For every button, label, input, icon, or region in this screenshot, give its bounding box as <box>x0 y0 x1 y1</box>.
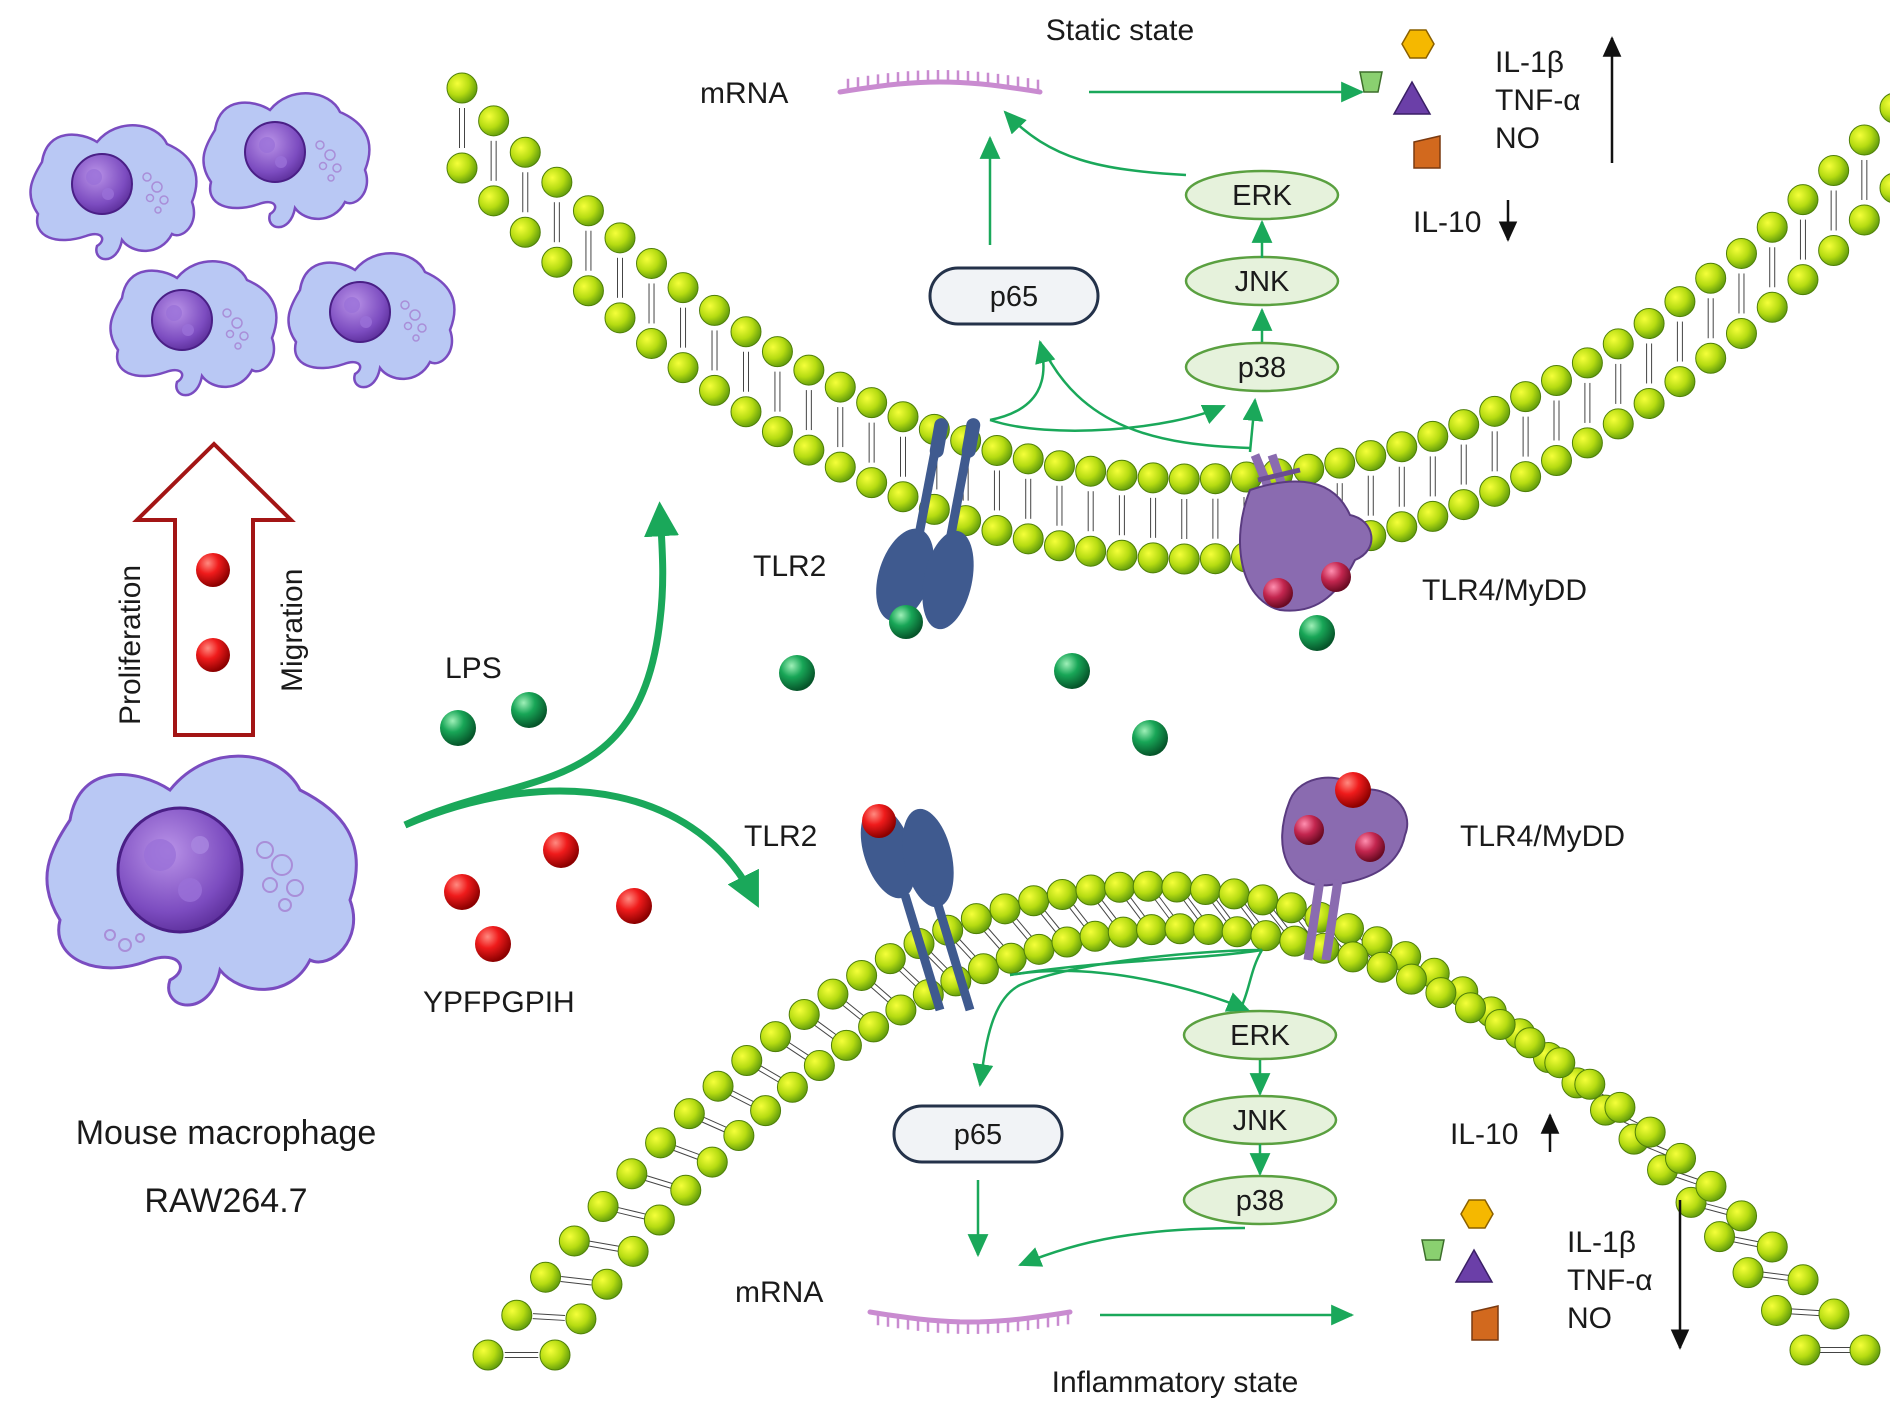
p65-node-bottom: p65 <box>892 1104 1064 1164</box>
il10-bottom-label: IL-10 <box>1450 1118 1518 1151</box>
peptide-molecule-icon <box>1263 578 1293 608</box>
cell-name-label: Mouse macrophage <box>76 1114 377 1152</box>
peptide-label: YPFPGPIH <box>423 986 575 1019</box>
tlr2-receptor-bottom-icon <box>860 804 975 1012</box>
cytokine-bottom-1: IL-1β <box>1567 1226 1636 1259</box>
macrophage-cell-icon <box>202 92 371 229</box>
jnk-node-top: JNK <box>1184 255 1340 307</box>
peptide-molecule-icon <box>1355 832 1385 862</box>
mrna-top-label: mRNA <box>700 77 788 110</box>
migration-label: Migration <box>276 569 309 692</box>
svg-text:JNK: JNK <box>1235 266 1290 298</box>
lps-molecule-icon <box>889 605 923 639</box>
p65-node-top: p65 <box>928 266 1100 326</box>
peptide-molecule-icon <box>543 832 579 868</box>
proliferation-arrow-icon <box>132 441 296 737</box>
il10-top-label: IL-10 <box>1413 206 1481 239</box>
triangle-icon <box>1454 1248 1494 1283</box>
tlr2-top-label: TLR2 <box>753 550 826 583</box>
peptide-molecule-icon <box>196 638 230 672</box>
membrane-bilayer-bottom-icon <box>472 870 1881 1371</box>
macrophage-cell-icon <box>29 124 198 261</box>
erk-node-bottom: ERK <box>1182 1009 1338 1061</box>
cytokine-bottom-3: NO <box>1567 1302 1612 1335</box>
peptide-molecule-icon <box>1335 772 1371 808</box>
mrna-bottom-label: mRNA <box>735 1276 823 1309</box>
cytokine-top-1: IL-1β <box>1495 46 1564 79</box>
branch-arrow-down <box>403 787 759 908</box>
cell-line-label: RAW264.7 <box>144 1182 307 1220</box>
trapezoid-icon <box>1421 1239 1445 1261</box>
proliferation-label: Proliferation <box>114 565 147 725</box>
svg-text:p38: p38 <box>1236 1185 1284 1217</box>
cytokine-bottom-2: TNF-α <box>1567 1264 1653 1297</box>
triangle-icon <box>1392 80 1432 115</box>
membrane-bilayer-top-icon <box>446 72 1890 575</box>
peptide-molecule-icon <box>1321 562 1351 592</box>
peptide-molecule-icon <box>616 888 652 924</box>
jnk-node-bottom: JNK <box>1182 1094 1338 1146</box>
peptide-molecule-icon <box>475 926 511 962</box>
lps-molecule-icon <box>1132 720 1168 756</box>
erk-node-top: ERK <box>1184 169 1340 221</box>
square-icon <box>1471 1305 1499 1341</box>
svg-text:p38: p38 <box>1238 352 1286 384</box>
p38-node-bottom: p38 <box>1182 1174 1338 1226</box>
cytokine-symbols-bottom <box>1421 1199 1499 1341</box>
tlr4-top-label: TLR4/MyDD <box>1422 574 1587 607</box>
hexagon-icon <box>1460 1199 1494 1229</box>
lps-molecule-icon <box>1054 653 1090 689</box>
lps-molecule-icon <box>440 710 476 746</box>
branch-arrow-up <box>403 501 679 829</box>
peptide-molecule-icon <box>196 553 230 587</box>
cytokine-top-3: NO <box>1495 122 1540 155</box>
signal-arrows-top <box>979 81 1365 453</box>
tlr4-receptor-icon <box>1239 453 1373 651</box>
lps-molecule-icon <box>511 692 547 728</box>
tlr2-receptor-icon <box>876 418 981 639</box>
lps-molecule-icon <box>1299 615 1335 651</box>
signal-arrows-bottom <box>967 948 1355 1326</box>
square-icon <box>1413 135 1441 169</box>
svg-text:JNK: JNK <box>1233 1105 1288 1137</box>
svg-text:p65: p65 <box>990 281 1038 313</box>
peptide-molecule-icon <box>862 804 896 838</box>
mrna-strand-icon <box>837 70 1043 95</box>
trapezoid-icon <box>1359 71 1383 93</box>
lps-molecule-icon <box>779 655 815 691</box>
inflammatory-state-title: Inflammatory state <box>1052 1366 1299 1399</box>
p38-node-top: p38 <box>1184 341 1340 393</box>
macrophage-cell-icon <box>109 260 278 397</box>
tlr4-bottom-label: TLR4/MyDD <box>1460 820 1625 853</box>
mrna-strand-bottom-icon <box>867 1309 1073 1334</box>
svg-text:ERK: ERK <box>1230 1020 1290 1052</box>
peptide-molecule-icon <box>1294 815 1324 845</box>
macrophage-cell-icon <box>45 754 358 1007</box>
static-state-title: Static state <box>1046 14 1194 47</box>
macrophage-cluster-icon <box>29 92 456 397</box>
hexagon-icon <box>1401 29 1435 59</box>
tlr2-bottom-label: TLR2 <box>744 820 817 853</box>
peptide-molecule-icon <box>444 874 480 910</box>
svg-text:ERK: ERK <box>1232 180 1292 212</box>
lps-label: LPS <box>445 652 502 685</box>
cytokine-top-2: TNF-α <box>1495 84 1581 117</box>
cytokine-symbols-top <box>1359 29 1441 169</box>
svg-text:p65: p65 <box>954 1119 1002 1151</box>
tlr4-receptor-bottom-icon <box>1281 772 1409 961</box>
macrophage-cell-icon <box>287 252 456 389</box>
